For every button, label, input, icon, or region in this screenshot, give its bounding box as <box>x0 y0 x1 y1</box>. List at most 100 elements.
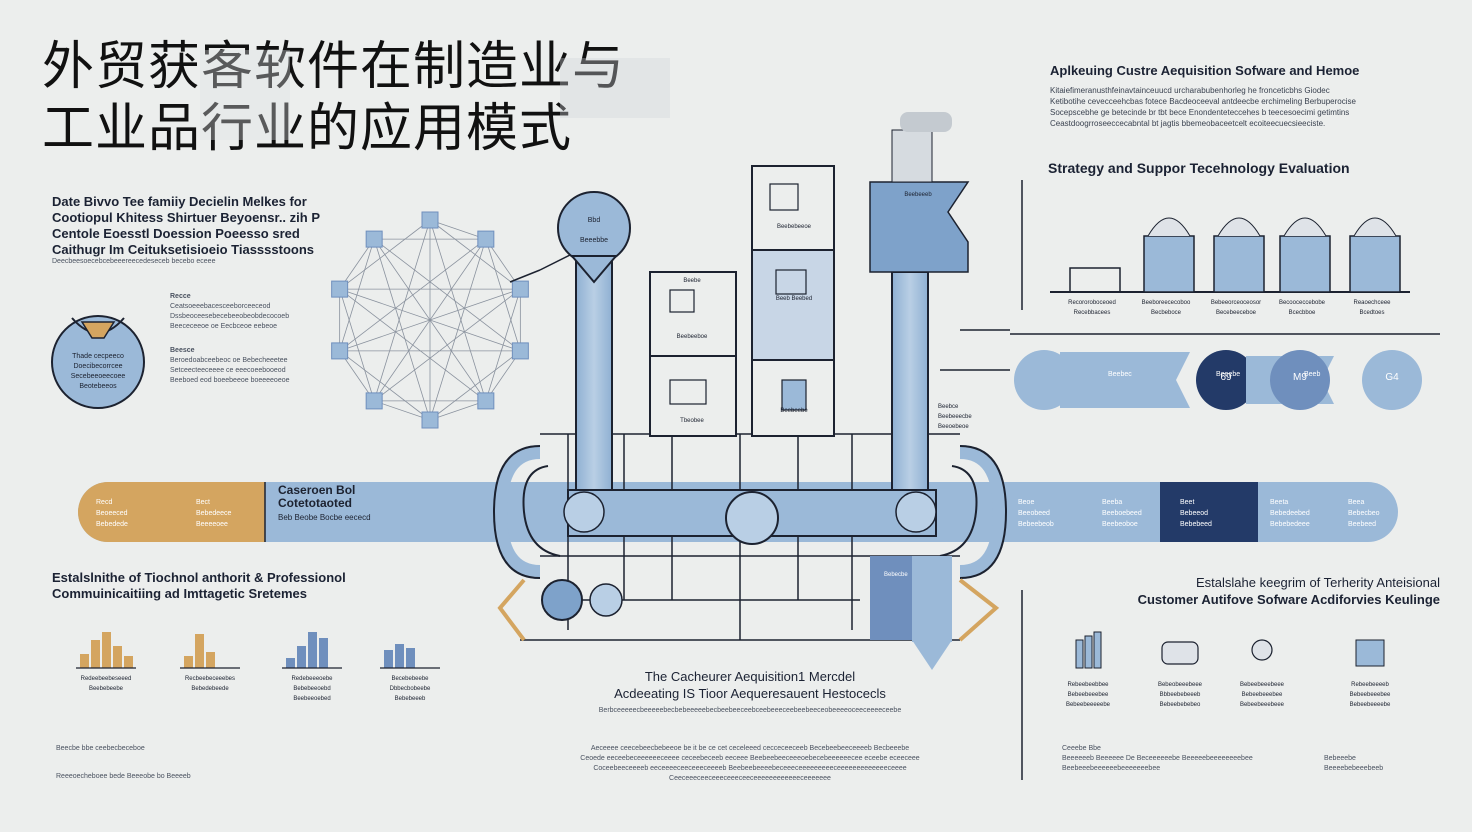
network-node <box>365 392 383 410</box>
strategy-label: Recororoboceoed <box>1068 300 1116 306</box>
band-center-label: Beb Beobe Bocbe eececd <box>278 513 371 522</box>
capability-label: Bebeebeeebee <box>1068 692 1109 698</box>
network-edge <box>339 288 375 402</box>
band-cell-text: Beoeeced <box>96 510 128 517</box>
capability-label: Bebeobeeebeee <box>1158 682 1203 688</box>
box-label: Beeb Beebed <box>776 296 812 302</box>
mini-bar <box>319 638 328 668</box>
center-bottom-heading-1: The Cacheurer Aequisition1 Mercdel <box>644 669 856 684</box>
top-right-line: Ceastdoogrroseeccecabntal bt jagtis bbem… <box>1050 119 1326 128</box>
box-label: Beebeeboe <box>677 334 708 340</box>
box-label: Beebeeeb <box>904 192 932 198</box>
center-bottom-subline: Berbceeeeecbeeeeebecbebeeeeebecbeebeecee… <box>598 707 902 714</box>
bottom-right-footer-right-line: Beeeebebeeebeeb <box>1324 765 1384 772</box>
mini-chart-label: Redeebeebeseeed <box>81 676 132 682</box>
band-center-label: Cotetotaoted <box>278 496 352 510</box>
mini-bar <box>384 650 393 668</box>
left-heading: Date Bivvo Tee famiiy Decielin Melkes fo… <box>52 194 320 257</box>
strategy-label: Reaoechceee <box>1353 300 1391 306</box>
capability-label: Bebeebeeebeee <box>1240 682 1285 688</box>
strategy-bar <box>1069 267 1121 293</box>
band-cell-text: Bebedede <box>96 521 128 528</box>
band-labels: RecdBeoeecedBebededeBectBebedeeceBeeeeoe… <box>96 483 1380 528</box>
band-center-label: Caseroen Bol <box>278 483 355 497</box>
box-label: Tbeobee <box>680 418 704 424</box>
pin-tag: Beeebbe <box>580 237 608 244</box>
mini-bar <box>184 656 193 668</box>
bubble-label: Beeebe <box>1216 371 1240 378</box>
circle-text-line: Thade cecpeeco <box>72 353 124 360</box>
mini-bar <box>297 646 306 668</box>
note-line: Beececeeoe oe Eecbceoe eebeoe <box>170 323 278 330</box>
top-right-heading: Aplkeuing Custre Aequisition Sofware and… <box>1050 63 1360 78</box>
bottom-right-footer-line: Ceeebe Bbe <box>1062 745 1101 752</box>
capability-label: Rebeebeebbee <box>1067 682 1109 688</box>
bottom-left-footer-line: Beecbe bbe ceebecbeceboe <box>56 745 145 752</box>
mini-bar <box>91 640 100 668</box>
box-label: Beebeebe <box>780 408 808 414</box>
top-right-body: Kitaiefimeranusthfeinavtainceuucd urchar… <box>1050 85 1430 129</box>
mini-bar <box>206 652 215 668</box>
circle-text-line: Beotebeeos <box>79 383 117 390</box>
dome-icon <box>1217 217 1261 237</box>
band-cell-text: Bebebeed <box>1180 521 1212 528</box>
network-edge <box>373 238 487 402</box>
strategy-label: Bebeeorceoceosor <box>1211 300 1261 306</box>
band-cell-text: Beebeoboe <box>1102 521 1138 528</box>
pipe-note: Bebecbe <box>884 572 908 578</box>
capability-label: Rebeebeeeeb <box>1351 682 1389 688</box>
bubble-label: Beebec <box>1108 371 1132 378</box>
network-node <box>421 411 439 429</box>
band-cell-text: Beoe <box>1018 499 1034 506</box>
mini-chart-label: Bebebeeoebd <box>293 686 330 692</box>
target-icon <box>1251 639 1273 661</box>
note-line: Setceecteeceeee ce eeecoeebooeod <box>170 367 286 374</box>
right-note: Beebce <box>938 404 959 410</box>
band-cell-text: Bebecbeo <box>1348 510 1380 517</box>
strategy-label: Becooceccebobe <box>1279 300 1326 306</box>
network-node <box>477 392 495 410</box>
capability-label: Bebeebeeebee <box>1350 692 1391 698</box>
strategy-label: Recebbacees <box>1074 310 1111 316</box>
bubble-code: 69 <box>1220 372 1232 383</box>
network-node <box>331 342 349 360</box>
bubble-code: M9 <box>1293 372 1307 383</box>
network-edge <box>374 400 431 421</box>
dome-icon <box>1283 217 1327 237</box>
strategy-bar <box>1143 235 1195 293</box>
strategy-bar <box>1213 235 1265 293</box>
network-node <box>511 280 529 298</box>
center-bottom-body: Aeceeee ceecebeecbebeeoe be it be ce cet… <box>500 744 1000 784</box>
network-node <box>331 280 349 298</box>
top-right-line: Kitaiefimeranusthfeinavtainceuucd urchar… <box>1050 86 1330 95</box>
left-circle-badge <box>51 315 145 409</box>
band-cell-text: Bebedeebed <box>1270 510 1310 517</box>
band-cell-text: Bebebedeee <box>1270 521 1310 528</box>
note-label: Beesce <box>170 347 195 354</box>
background-tower <box>200 50 670 140</box>
top-right-section: Aplkeuing Custre Aequisition Sofware and… <box>1050 62 1430 129</box>
mini-chart-label: Redebeeeoebe <box>291 676 333 682</box>
note-line: Ceatsoeeebacesceeborceeceod <box>170 303 271 310</box>
left-circle-text: Thade cecpeecoDoecibecorrceeSecebeeoeeco… <box>71 353 126 390</box>
network-node <box>421 211 439 229</box>
band-cell-text: Beebeed <box>1348 521 1376 528</box>
box-label: Beebebeeoe <box>777 224 812 230</box>
network-node <box>365 230 383 248</box>
mini-chart-label: Recbeebeceeebes <box>185 676 235 682</box>
network-icon <box>1161 641 1199 665</box>
bottom-right-icons: RebeebeebbeeBebeebeeebeeBebeebeeeeebeBeb… <box>1066 631 1391 708</box>
mini-bar <box>113 646 122 668</box>
